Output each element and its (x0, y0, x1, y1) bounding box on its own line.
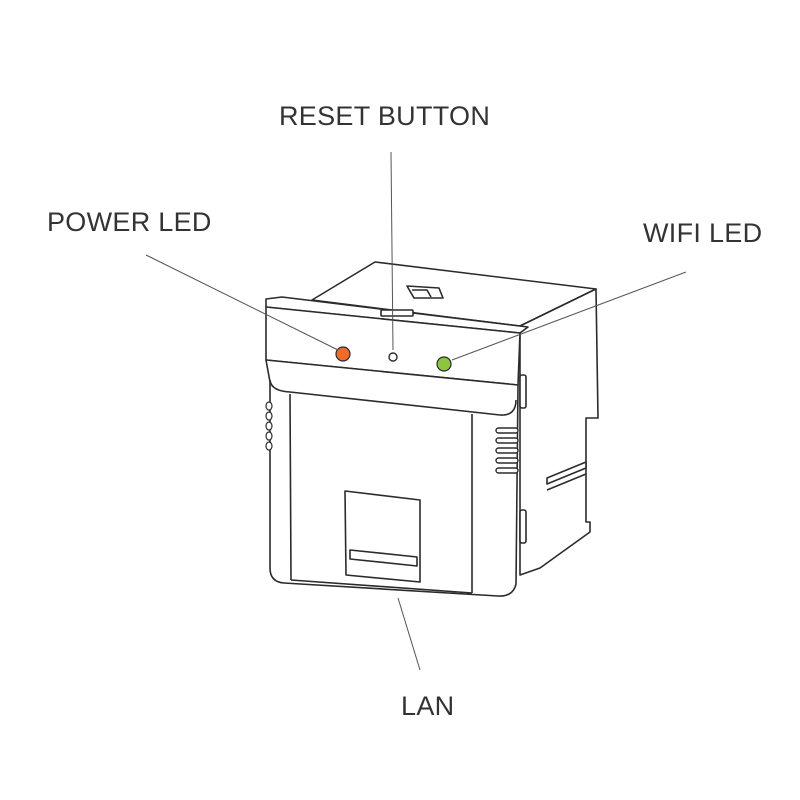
leader-reset (390, 151, 394, 351)
wifi-led (436, 356, 452, 372)
lan-port (344, 490, 421, 583)
front-lip (269, 379, 517, 416)
reset-button (388, 352, 398, 362)
power-led-label: POWER LED (47, 207, 212, 237)
wifi-led-label: WIFI LED (643, 218, 763, 248)
side-clip-lower (519, 509, 527, 544)
side-clip-upper (519, 374, 527, 409)
front-body (265, 359, 519, 597)
lan-label: LAN (401, 691, 455, 721)
side-recess (546, 461, 587, 485)
top-tab (406, 285, 444, 299)
lan-port-inner (349, 549, 418, 567)
leader-wifi (451, 271, 687, 361)
reset-button-label: RESET BUTTON (279, 101, 491, 131)
leader-lines (145, 151, 687, 671)
front-bottom-edge (290, 579, 473, 594)
leader-lan (397, 597, 421, 671)
side-recess-lower (546, 473, 587, 491)
power-led (335, 346, 351, 362)
reset-slot (380, 309, 414, 317)
left-vents (265, 401, 273, 451)
side-vents (495, 427, 519, 474)
front-face-left (289, 393, 292, 581)
leader-power (145, 254, 339, 351)
top-tab-inner (412, 289, 432, 298)
rear-body-side (519, 288, 599, 576)
